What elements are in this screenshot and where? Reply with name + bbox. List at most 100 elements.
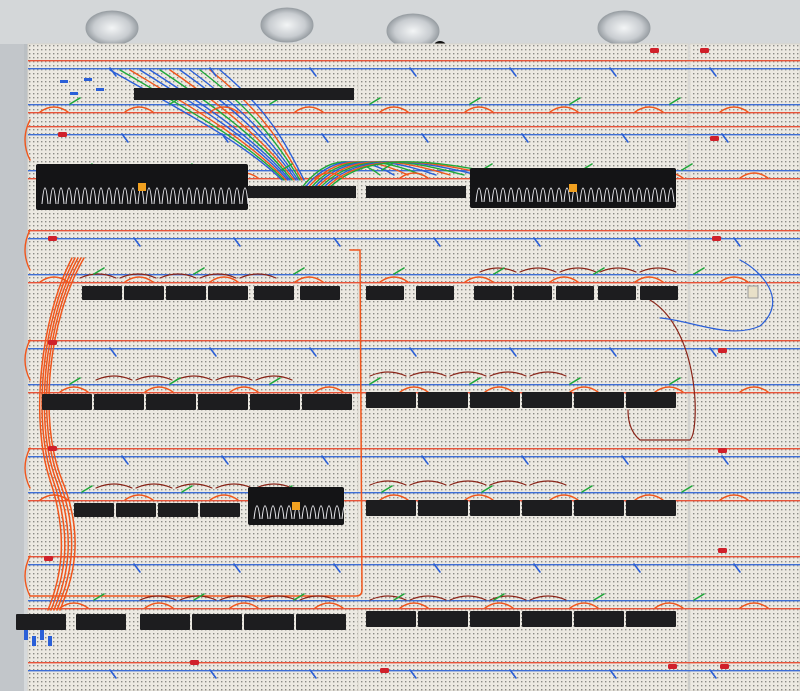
orange-bus-wire [29, 249, 363, 597]
edge-wire [24, 555, 31, 597]
green-jumper-wire [469, 377, 481, 385]
jumper-wire [179, 595, 217, 601]
led [48, 340, 57, 345]
ic-chip [626, 611, 676, 627]
jumper-wire [639, 267, 677, 273]
green-jumper-wire [281, 163, 293, 171]
blue-rail [28, 564, 800, 566]
display-wire [177, 187, 185, 205]
breadboard-field [27, 43, 800, 691]
power-jumper-wire [464, 276, 494, 283]
ic-chip [158, 503, 198, 517]
led [48, 446, 57, 451]
power-jumper-wire [229, 386, 259, 393]
ic-chip [146, 394, 196, 410]
blue-rail [28, 600, 800, 602]
ic-chip [244, 614, 294, 630]
display-wire [145, 187, 153, 205]
panel-hole [260, 7, 314, 43]
blue-jumper-wire [733, 237, 741, 247]
blue-jumper-wire [233, 237, 241, 247]
ic-chip [208, 286, 248, 300]
top-bundle-wire [149, 69, 291, 181]
red-rail [28, 556, 800, 558]
green-jumper-wire [493, 267, 505, 275]
ic-chip [300, 286, 340, 300]
display-chip [138, 183, 146, 191]
power-jumper-wire [654, 602, 684, 609]
power-jumper-wire [634, 276, 664, 283]
display-wire [121, 187, 129, 205]
display-wire [325, 505, 333, 520]
power-jumper-wire [379, 494, 409, 501]
ic-chip [514, 286, 552, 300]
green-jumper-wire [381, 485, 393, 493]
blue-rail [28, 384, 800, 386]
display-chip [569, 184, 577, 192]
display-wire [635, 187, 643, 203]
top-bundle-wire [119, 69, 285, 181]
display-wire [309, 505, 317, 520]
resistor [84, 78, 92, 81]
green-jumper-wire [369, 377, 381, 385]
green-jumper-wire [669, 97, 681, 105]
ic-chip [134, 88, 354, 100]
blue-rail [28, 670, 800, 672]
ic-chip [418, 392, 468, 408]
ic-chip [246, 186, 356, 198]
display-wire [619, 187, 627, 203]
ic-chip [598, 286, 636, 300]
power-jumper-wire [719, 106, 749, 113]
top-bundle-wire [209, 69, 303, 181]
power-jumper-wire [484, 602, 514, 609]
green-jumper-wire [393, 593, 405, 601]
blue-jumper-wire [721, 455, 729, 465]
jumper-wire [255, 375, 293, 381]
display-wire [241, 187, 249, 205]
power-jumper-wire [654, 386, 684, 393]
blue-jumper-wire [609, 669, 617, 679]
ic-chip [16, 614, 66, 630]
display-wire [475, 187, 483, 203]
display-wire [499, 187, 507, 203]
display-wire [113, 187, 121, 205]
blue-rail [28, 274, 800, 276]
green-jumper-wire [693, 267, 705, 275]
ic-chip [366, 611, 416, 627]
blue-jumper-wire [109, 347, 117, 357]
blue-jumper-wire [133, 237, 141, 247]
ic-chip [366, 186, 466, 198]
jumper-wire [449, 371, 487, 377]
led [718, 348, 727, 353]
edge-wire [24, 119, 31, 161]
led [718, 548, 727, 553]
display-wire [129, 187, 137, 205]
jumper-wire [79, 273, 117, 279]
led [718, 448, 727, 453]
power-jumper-wire [399, 386, 429, 393]
blue-jumper-wire [333, 563, 341, 573]
green-jumper-wire [569, 377, 581, 385]
power-jumper-wire [229, 602, 259, 609]
power-jumper-wire [144, 386, 174, 393]
blue-jumper-wire [633, 563, 641, 573]
blue-jumper-wire [133, 563, 141, 573]
top-bundle-wire [179, 69, 297, 181]
jumper-wire [449, 480, 487, 486]
display-wire [253, 505, 261, 520]
jumper-wire [529, 371, 567, 377]
jumper-wire [489, 480, 527, 486]
jumper-wire [215, 375, 253, 381]
blue-jumper-wire [333, 237, 341, 247]
display-module [470, 168, 676, 208]
jumper-wire [219, 595, 257, 601]
blue-rail [28, 492, 800, 494]
ic-chip [574, 500, 624, 516]
push-button [747, 285, 759, 299]
display-wire [651, 187, 659, 203]
green-jumper-wire [469, 97, 481, 105]
ic-chip [296, 614, 346, 630]
led [700, 48, 709, 53]
led [48, 236, 57, 241]
